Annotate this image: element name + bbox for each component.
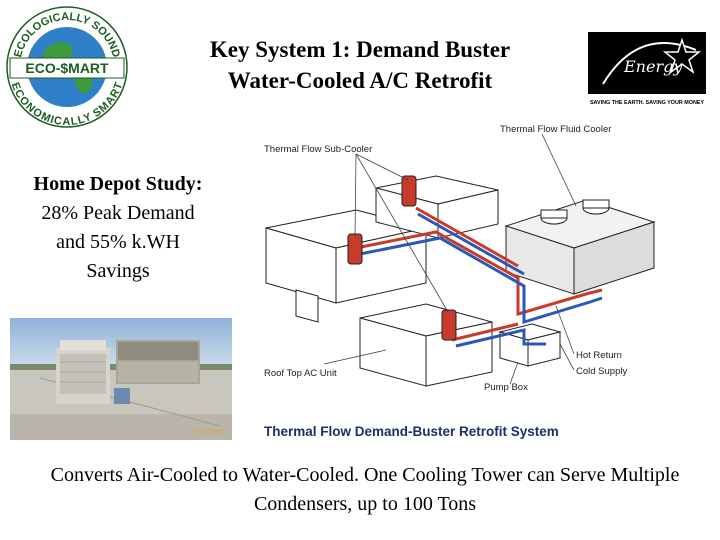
eco-mid-text: ECO-$MART xyxy=(25,60,109,76)
rooftop-photo: 07/4/2006 xyxy=(10,318,232,440)
label-fluid-cooler: Thermal Flow Fluid Cooler xyxy=(500,124,611,135)
fluid-cooler xyxy=(504,199,656,295)
slide-title: Key System 1: Demand Buster Water-Cooled… xyxy=(150,34,570,96)
title-line-1: Key System 1: Demand Buster xyxy=(209,37,511,62)
pump-box xyxy=(498,323,562,367)
hot-return-pipe xyxy=(355,206,603,342)
energy-star-logo: Energy SAVING THE EARTH. SAVING YOUR MON… xyxy=(588,32,706,106)
leader-lines xyxy=(323,133,577,385)
eco-smart-logo: ECOLOGICALLY SOUND ECO-$MART ECONOMICALL… xyxy=(6,6,128,128)
label-hot-return: Hot Return xyxy=(576,350,622,361)
study-summary: Home Depot Study: 28% Peak Demand and 55… xyxy=(28,170,208,286)
label-pump-box: Pump Box xyxy=(484,382,528,393)
label-sub-cooler: Thermal Flow Sub-Cooler xyxy=(264,144,372,155)
study-result: 28% Peak Demand and 55% k.WH Savings xyxy=(41,202,195,282)
study-label: Home Depot Study: xyxy=(33,173,203,195)
sub-cooler-coils xyxy=(347,175,457,341)
label-cold-supply: Cold Supply xyxy=(576,366,627,377)
title-line-2: Water-Cooled A/C Retrofit xyxy=(227,68,493,93)
roof-top-ac-unit-front xyxy=(359,303,493,387)
retrofit-system-diagram: Thermal Flow Fluid Cooler Thermal Flow S… xyxy=(264,124,656,439)
bottom-description: Converts Air-Cooled to Water-Cooled. One… xyxy=(50,464,680,515)
cold-supply-pipe xyxy=(359,212,603,348)
photo-timestamp: 07/4/2006 xyxy=(193,429,224,436)
label-roof-unit: Roof Top AC Unit xyxy=(264,368,337,379)
diagram-caption: Thermal Flow Demand-Buster Retrofit Syst… xyxy=(264,424,559,439)
energy-script-text: Energy xyxy=(623,57,683,76)
energy-tagline-text: SAVING THE EARTH. SAVING YOUR MONEY xyxy=(590,100,705,106)
